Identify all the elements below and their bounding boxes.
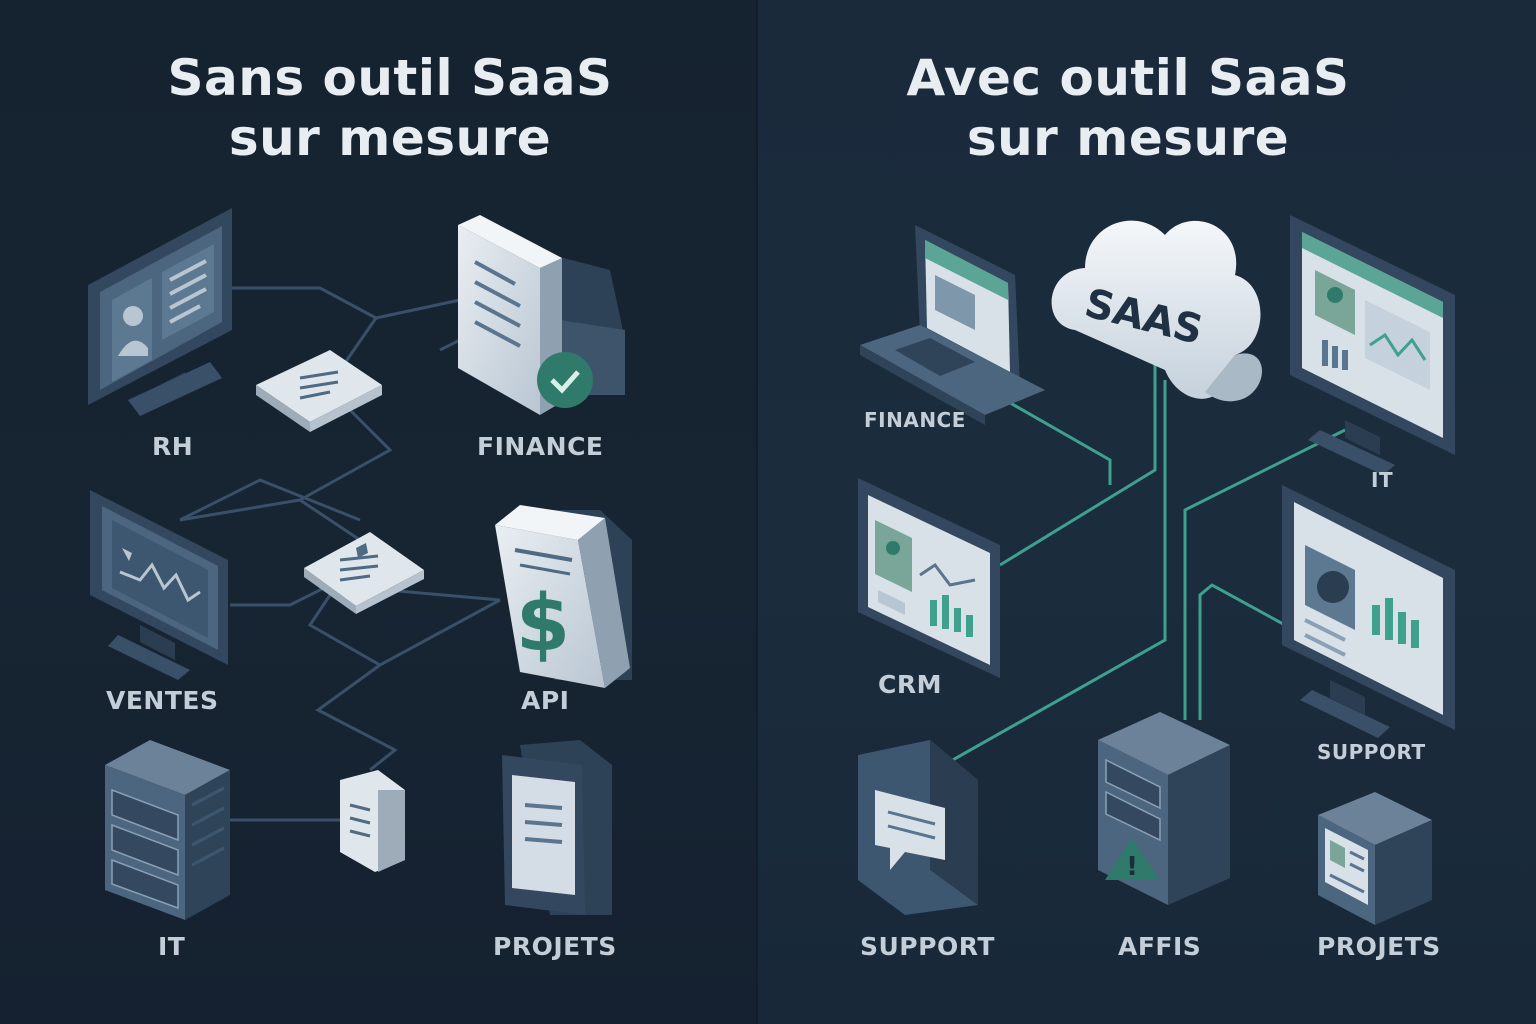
affis-server-icon: !	[1098, 712, 1230, 905]
label-finance: FINANCE	[477, 432, 604, 461]
label-it-right: IT	[1371, 468, 1394, 492]
label-finance-right: FINANCE	[864, 408, 966, 432]
crm-monitor-icon	[858, 478, 1000, 678]
finance-document-icon	[458, 215, 625, 415]
chat-icon	[875, 790, 945, 870]
svg-text:!: !	[1126, 852, 1138, 882]
projets-right-icon	[1318, 792, 1432, 925]
left-connectors	[179, 286, 501, 822]
rh-monitor-icon	[88, 208, 232, 416]
label-crm: CRM	[878, 670, 942, 699]
finance-laptop-icon	[860, 225, 1045, 425]
label-it: IT	[158, 932, 186, 961]
support-monitor-icon	[1282, 485, 1455, 738]
ventes-monitor-icon	[90, 490, 228, 680]
label-api: API	[521, 686, 570, 715]
title-with-saas: Avec outil SaaS sur mesure	[768, 48, 1488, 168]
card-icon	[304, 532, 424, 614]
projets-tablet-icon	[502, 740, 612, 915]
title-line-2: sur mesure	[966, 109, 1290, 167]
right-connectors	[934, 360, 1346, 772]
warning-icon	[1105, 838, 1160, 880]
title-line-1: Sans outil SaaS	[167, 49, 613, 107]
it-monitor-icon	[1290, 215, 1455, 475]
label-affis: AFFIS	[1118, 932, 1202, 961]
title-without-saas: Sans outil SaaS sur mesure	[40, 48, 740, 168]
card-icon	[256, 350, 382, 432]
label-support-right: SUPPORT	[1317, 740, 1426, 764]
title-line-2: sur mesure	[228, 109, 552, 167]
label-support: SUPPORT	[860, 932, 995, 961]
cloud-icon: SAAS	[1051, 220, 1262, 402]
dollar-icon: $	[516, 579, 570, 669]
label-projets-right: PROJETS	[1317, 932, 1441, 961]
label-projets: PROJETS	[493, 932, 617, 961]
support-chat-icon	[858, 740, 978, 915]
check-badge-icon	[537, 352, 593, 408]
title-line-1: Avec outil SaaS	[906, 49, 1350, 107]
label-rh: RH	[152, 432, 194, 461]
it-server-icon	[105, 740, 230, 920]
api-dollar-document-icon: $	[495, 505, 632, 688]
small-document-icon	[340, 770, 405, 872]
label-ventes: VENTES	[106, 686, 219, 715]
panel-divider	[756, 0, 758, 1024]
